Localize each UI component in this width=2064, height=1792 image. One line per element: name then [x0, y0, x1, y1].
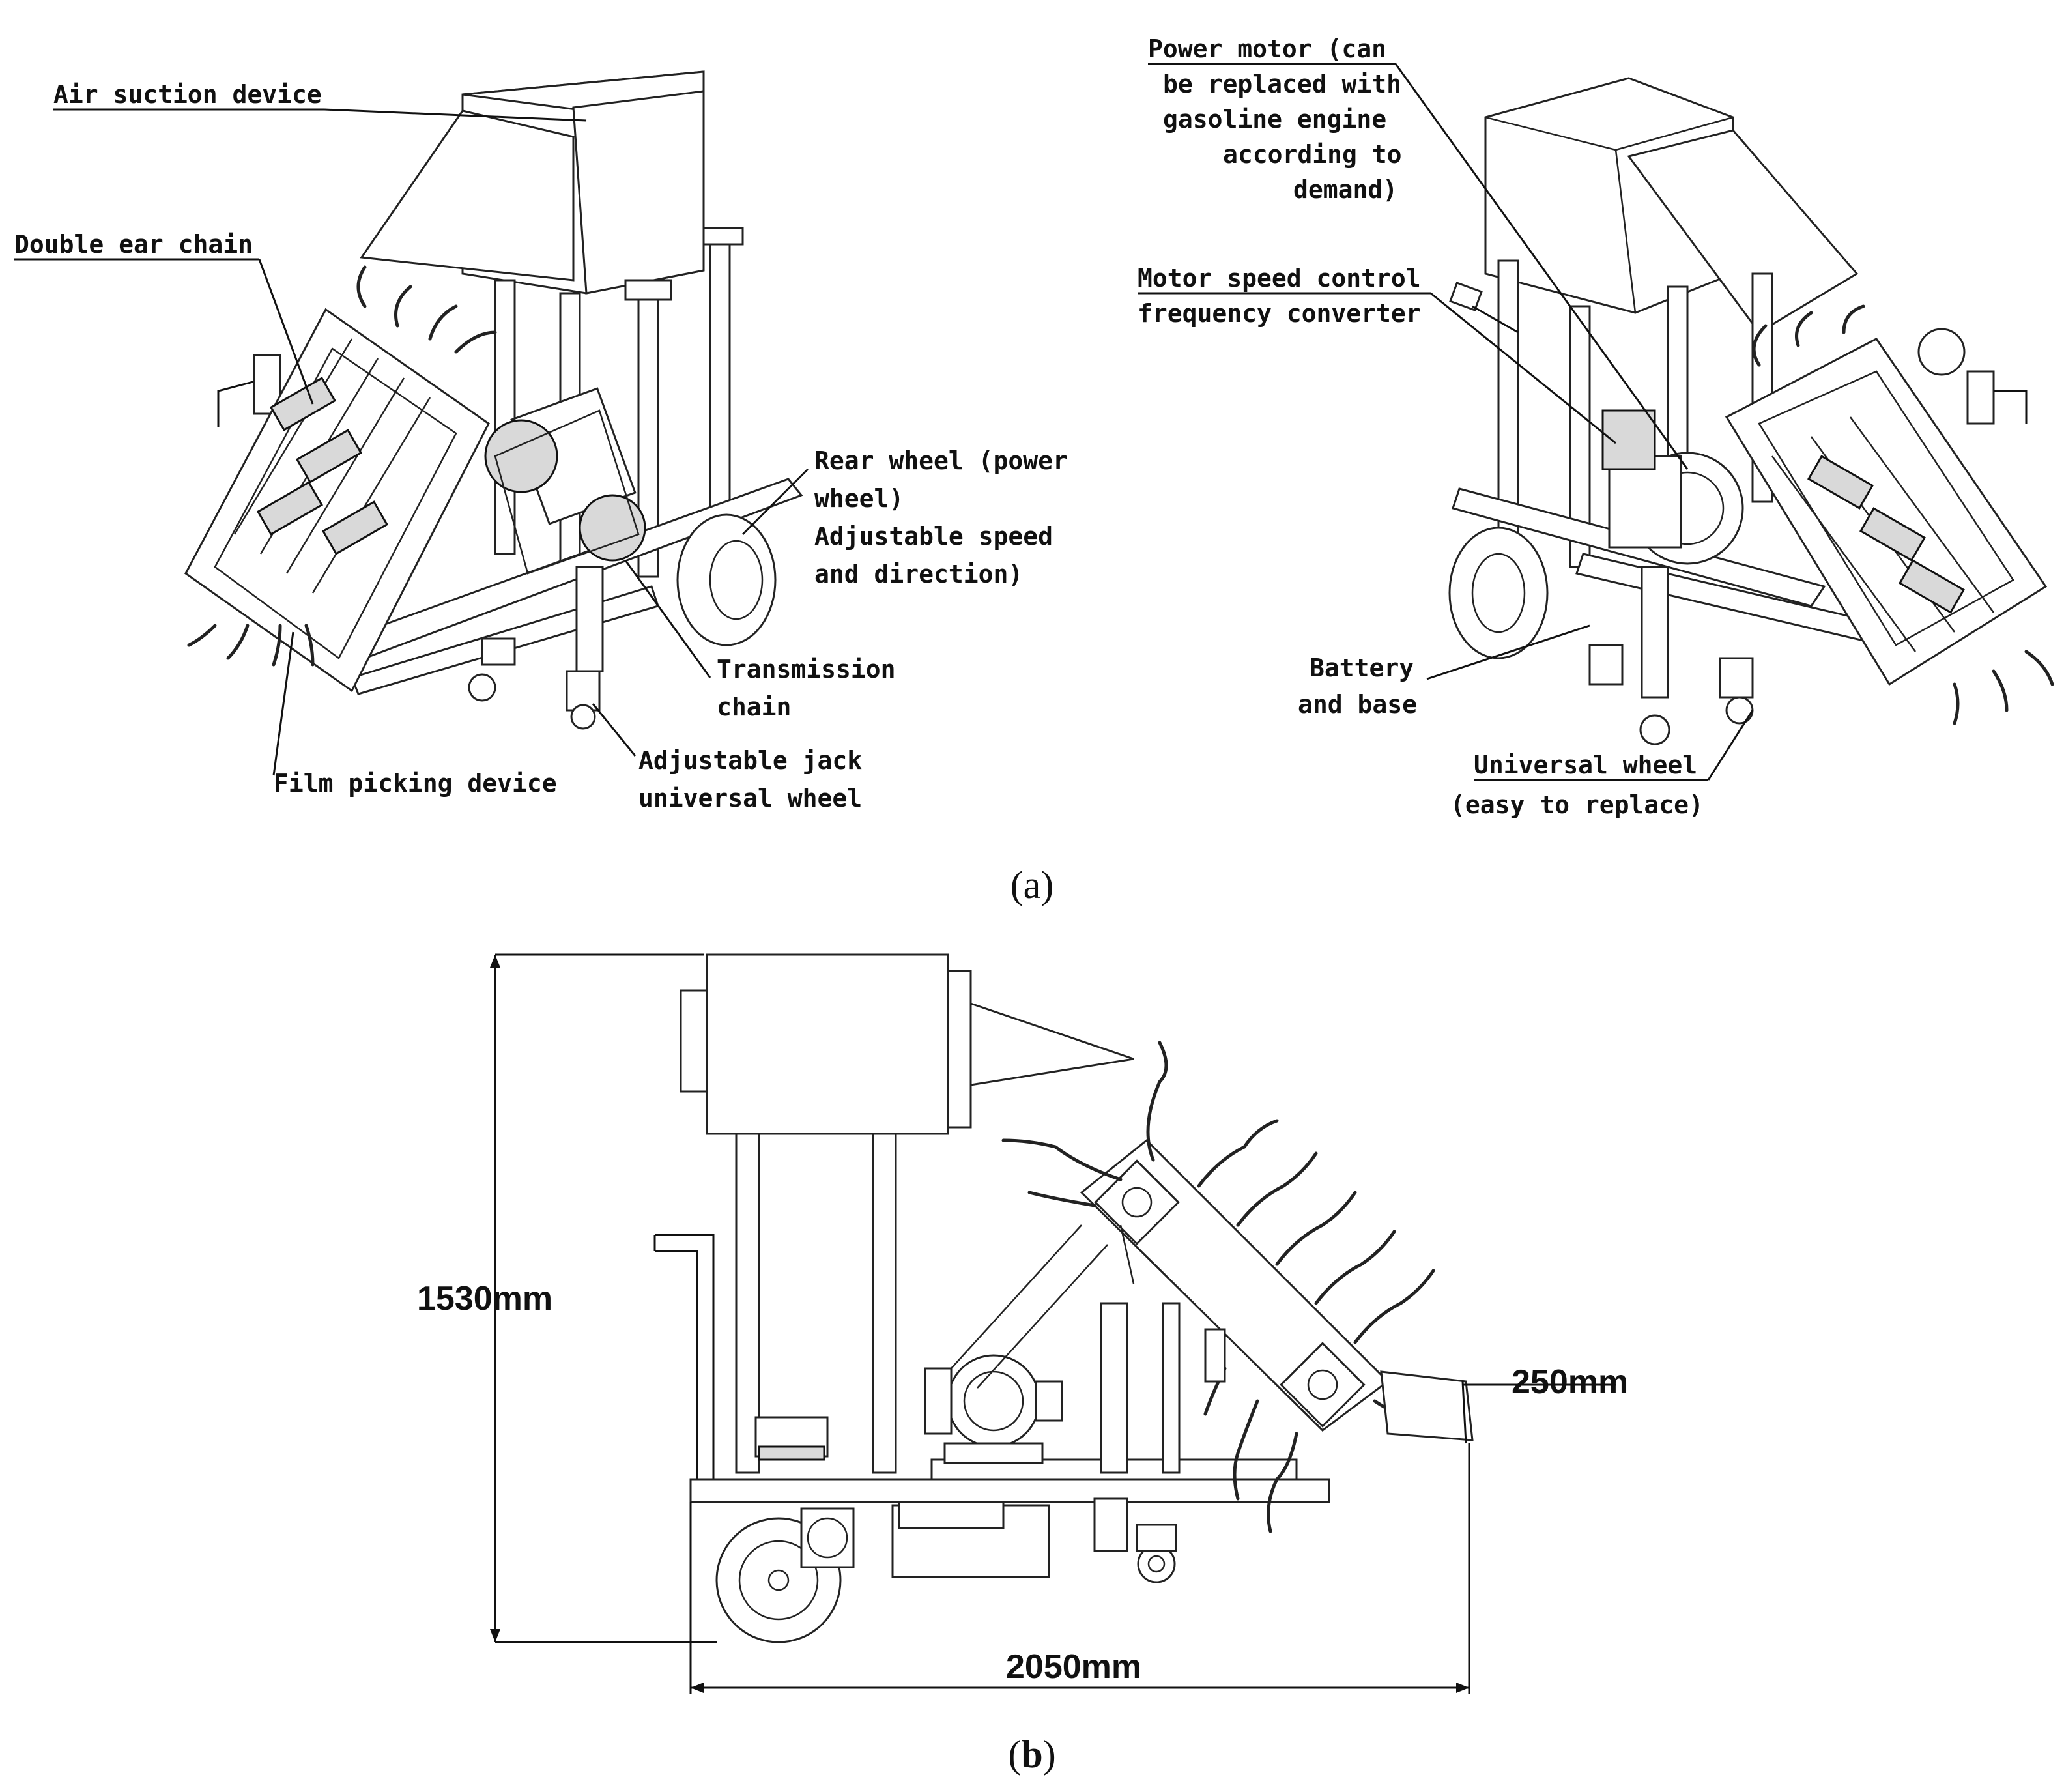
leader-transmission [624, 560, 711, 678]
label-power-motor-2: be replaced with [1163, 70, 1401, 98]
label-battery-2: and base [1298, 690, 1417, 719]
depth-dimension: 250mm [1512, 1363, 1628, 1401]
label-power-motor-1: Power motor (can [1148, 35, 1386, 63]
side-base [689, 1478, 1330, 1503]
right-view-labels: Power motor (can be replaced with gasoli… [1138, 35, 1754, 819]
caption-a: (a) [1010, 863, 1054, 906]
right-conveyor-chain [1771, 416, 1995, 652]
suction-hood [360, 109, 575, 282]
left-isometric-view [184, 70, 803, 730]
height-dimension: 1530mm [417, 1280, 552, 1318]
left-view-labels: Air suction device Double ear chain Rear… [14, 80, 1068, 813]
side-view [653, 953, 1474, 1643]
length-dimension: 2050mm [1006, 1648, 1141, 1686]
label-rear-wheel-2: wheel) [814, 484, 904, 513]
label-film-picking: Film picking device [274, 769, 557, 798]
leader-speed-control [1430, 292, 1616, 444]
label-power-motor-5: demand) [1293, 175, 1398, 204]
right-tines [1752, 304, 2054, 725]
label-battery-1: Battery [1310, 654, 1414, 682]
label-universal-1: Universal wheel [1474, 751, 1697, 779]
leader-double-ear-chain [258, 259, 314, 405]
dimension-lines [490, 953, 1616, 1694]
label-power-motor-4: according to [1223, 140, 1402, 169]
leader-jack [592, 703, 637, 757]
left-conveyor [184, 308, 490, 693]
left-tines [187, 265, 497, 667]
label-jack-2: universal wheel [638, 784, 862, 813]
label-transmission-2: chain [717, 693, 791, 721]
left-rear-wheel [676, 513, 777, 646]
right-rear-wheel [1448, 527, 1549, 659]
caption-b: (b) [1008, 1733, 1055, 1776]
leader-film-picking [272, 631, 294, 776]
side-suction-nozzle [969, 1002, 1134, 1086]
label-rear-wheel-3: Adjustable speed [814, 522, 1053, 551]
leader-universal [1707, 710, 1754, 781]
leader-battery [1426, 624, 1590, 680]
label-universal-2: (easy to replace) [1450, 790, 1704, 819]
label-power-motor-3: gasoline engine [1163, 105, 1386, 134]
label-rear-wheel-1: Rear wheel (power [814, 446, 1068, 475]
label-rear-wheel-4: and direction) [814, 560, 1023, 588]
right-isometric-view [1448, 77, 2054, 745]
left-conveyor-chain [233, 338, 431, 594]
label-transmission-1: Transmission [717, 655, 896, 684]
leader-power-motor [1394, 63, 1689, 470]
leader-air-suction [324, 108, 587, 122]
label-air-suction: Air suction device [53, 80, 322, 109]
label-speed-control-1: Motor speed control [1138, 264, 1421, 293]
side-suction-box [706, 953, 949, 1135]
label-double-ear-chain: Double ear chain [14, 230, 253, 259]
label-speed-control-2: frequency converter [1138, 299, 1421, 328]
leader-rear-wheel [741, 468, 809, 536]
right-conveyor [1725, 338, 2048, 686]
label-jack-1: Adjustable jack [638, 746, 862, 775]
